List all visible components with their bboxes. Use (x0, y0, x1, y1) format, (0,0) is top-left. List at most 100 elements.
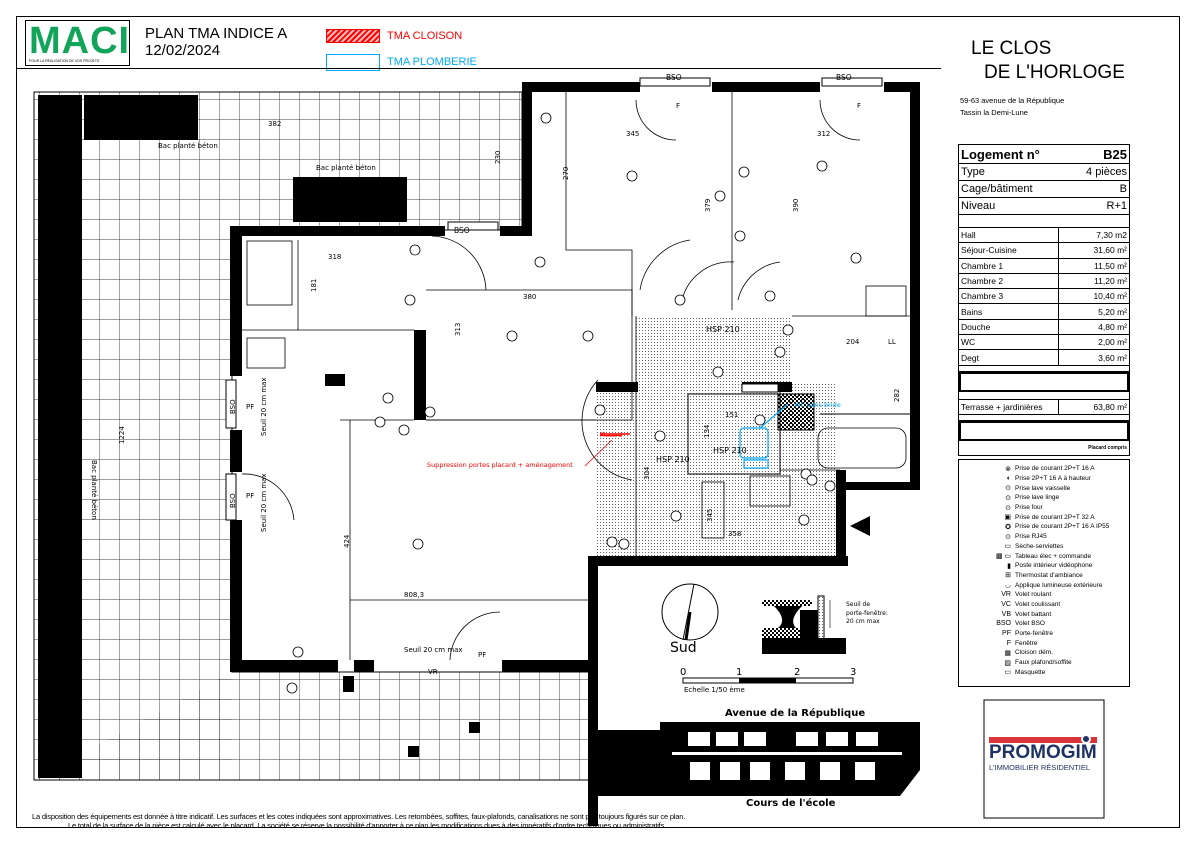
dimension: 382 (268, 120, 282, 128)
legend-item: ▨Faux plafond/soffite (959, 658, 1129, 668)
outlet-icon (618, 538, 630, 550)
outlet-icon (286, 682, 298, 694)
logo-dot (1081, 734, 1091, 744)
legend-label: Volet battant (1015, 610, 1052, 618)
ll-label: LL (888, 338, 896, 346)
legend-label: Prise de courant 2P+T 16 A IP55 (1015, 523, 1110, 531)
legend-symbol-icon: ▩ ▭ (995, 553, 1011, 561)
scale-tick: 2 (794, 667, 801, 678)
planter-left (38, 95, 82, 778)
legend-label: Porte-fenêtre (1015, 630, 1053, 638)
legend-label: Prise de courant 2P+T 16 A (1015, 465, 1095, 473)
legend-label: Cloison dém. (1015, 649, 1053, 657)
legend-symbol-icon: ⊗ (1005, 465, 1011, 473)
street-label: Avenue de la République (725, 708, 866, 719)
legend-item: ▦Cloison dém. (959, 648, 1129, 658)
outlet-icon (374, 416, 386, 428)
dimension: 204 (846, 338, 860, 346)
room-name: WC (959, 335, 1059, 350)
legend-symbol-icon: VR (1001, 591, 1011, 599)
pf-label: PF (246, 403, 255, 411)
legend-label: Tableau élec + commande (1015, 552, 1092, 560)
legend-symbol-icon: ⊙ (1005, 494, 1011, 502)
outlet-icon (626, 170, 638, 182)
situation-map (598, 722, 920, 796)
f-label: F (676, 102, 681, 110)
legend-label: Prise lave linge (1015, 494, 1060, 502)
room-name: Degt (959, 350, 1059, 365)
legend-label: Thermostat d'ambiance (1015, 571, 1083, 579)
vr-label: VR (428, 668, 438, 676)
dimension: 379 (704, 198, 712, 212)
legend-label: Prise 2P+T 16 A à hauteur (1015, 475, 1091, 483)
room-name: Hall (959, 228, 1059, 243)
outlet-icon (782, 324, 794, 336)
seuil-label: Seuil 20 cm max (404, 646, 463, 654)
legend-item: ⊞Thermostat d'ambiance (959, 571, 1129, 581)
outlet-icon (734, 230, 746, 242)
planter-label: Bac planté béton (90, 460, 98, 520)
legend-item: ▩ ▭ Tableau élec + commande (959, 551, 1129, 561)
dimension: 380 (523, 293, 537, 301)
dimension: 358 (728, 530, 742, 538)
legend-label: Volet BSO (1015, 620, 1045, 628)
outlet-icon (594, 404, 606, 416)
legend-label: Volet coulissant (1015, 600, 1061, 608)
tma-plomberie-note: WC sans bride (794, 401, 841, 409)
tma-plomberie-swatch (326, 54, 380, 71)
tma-cloison-label: TMA CLOISON (387, 30, 463, 42)
room-name: Chambre 2 (959, 273, 1059, 289)
outlet-icon (292, 646, 304, 658)
terrasse-value: 63,80 m² (1093, 401, 1127, 412)
room-name: Chambre 3 (959, 289, 1059, 304)
room-area: 5,20 m² (1098, 306, 1127, 317)
outlet-icon (850, 252, 862, 264)
dimension: 230 (494, 150, 502, 164)
outlet-icon (816, 160, 828, 172)
legend-label: Applique lumineuse extérieure (1015, 581, 1103, 589)
dimension: 318 (328, 253, 342, 261)
seuil-label: Seuil 20 cm max (260, 473, 268, 532)
room-name: Séjour-Cuisine (959, 243, 1059, 258)
legend-label: Prise four (1015, 504, 1043, 512)
legend-symbol-icon: ✪ (1005, 523, 1011, 531)
bso-label: BSO (836, 73, 852, 82)
legend-item: ✪ Prise de courant 2P+T 16 A IP55 (959, 522, 1129, 532)
court-label: Cours de l'école (746, 798, 836, 809)
promoter-box (983, 699, 1105, 819)
legend-symbol-icon: ⊙ (1005, 533, 1011, 541)
planter-top (84, 95, 198, 140)
project-city: Tassin la Demi-Lune (960, 108, 1028, 117)
legend-symbol-icon: PF (1002, 630, 1011, 638)
hsp-label: HSP 210 (713, 446, 747, 455)
room-area: 31,60 m² (1093, 245, 1127, 256)
scale-label: Echelle 1/50 ème (684, 686, 745, 694)
sheet-frame (16, 16, 1180, 828)
outlet-icon (806, 474, 818, 486)
planter-label: Bac planté béton (158, 142, 218, 150)
legend-symbol-icon: ▮ (1007, 562, 1011, 570)
bso-label: BSO (666, 73, 682, 82)
bso-label: BSO (229, 399, 237, 414)
plan-date: 12/02/2024 (145, 42, 221, 59)
outlet-icon (754, 414, 766, 426)
project-name-1: LE CLOS (971, 38, 1052, 59)
legend-item: ⊗ Prise de courant 2P+T 16 A (959, 464, 1129, 474)
room-name: Bains (959, 304, 1059, 319)
outlet-icon (424, 406, 436, 418)
tma-plumbing-wc (739, 403, 789, 469)
outlet-icon (606, 536, 618, 548)
legend-label: Prise RJ45 (1015, 533, 1047, 541)
dimension: 270 (562, 166, 570, 180)
dimension: 1224 (118, 426, 126, 444)
sill-detail (762, 595, 846, 654)
placard-label: Placard (600, 432, 623, 439)
legend-item: ▭Sèche-serviettes (959, 542, 1129, 552)
